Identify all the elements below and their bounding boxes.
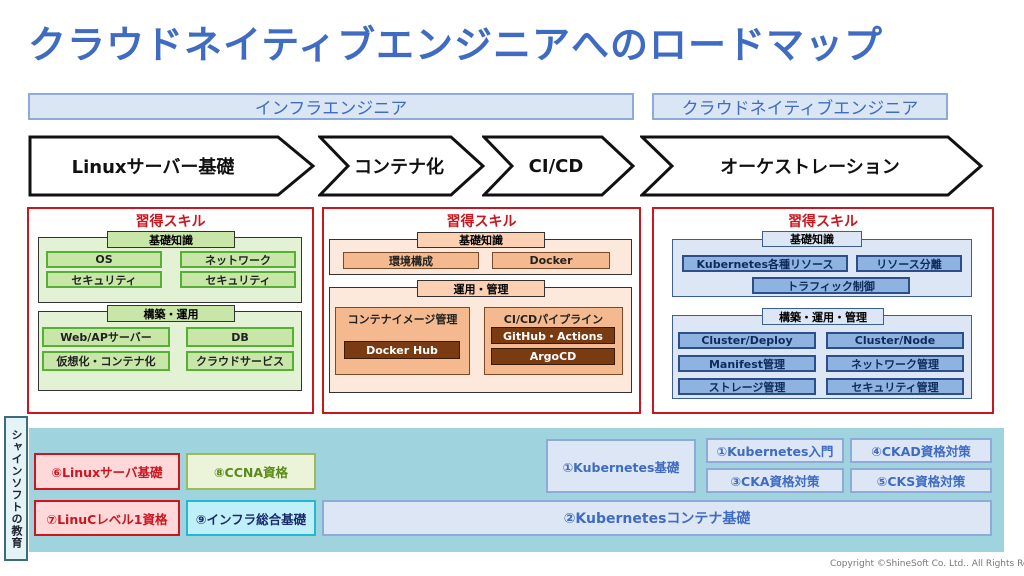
linux-basic-item: セキュリティ: [46, 271, 162, 288]
course-cka: ③CKA資格対策: [706, 468, 844, 493]
container-basic-item: 環境構成: [343, 252, 479, 269]
course-kubernetes-intro: ①Kubernetes入門: [706, 438, 844, 463]
orchestration-skills-title: 習得スキル: [788, 214, 858, 230]
course-kubernetes-basic: ①Kubernetes基礎: [546, 439, 696, 493]
step-linux-label: Linuxサーバー基礎: [71, 157, 235, 178]
linux-basic-label: 基礎知識: [107, 231, 235, 248]
orch-ops-item: ストレージ管理: [678, 378, 816, 395]
band-cloud-native-engineer: クラウドネイティブエンジニア: [652, 93, 948, 120]
step-cicd: CI/CD: [482, 135, 636, 197]
orch-ops-item: ネットワーク管理: [826, 355, 964, 372]
linux-skills-box: 習得スキル 基礎知識 OS ネットワーク セキュリティ セキュリティ 構築・運用…: [27, 207, 314, 414]
course-linux-server: ⑥Linuxサーバ基礎: [34, 453, 180, 490]
education-label-text: シャインソフトの教育: [10, 428, 23, 549]
linux-ops-item: 仮想化・コンテナ化: [42, 351, 170, 371]
orch-basic-label: 基礎知識: [762, 231, 862, 247]
education-side-label: シャインソフトの教育: [4, 416, 28, 561]
course-infra-basic: ⑨インフラ総合基礎: [186, 500, 316, 536]
orch-basic-item: トラフィック制御: [752, 277, 910, 294]
step-container-label: コンテナ化: [354, 157, 444, 178]
linux-skills-title: 習得スキル: [135, 214, 206, 230]
page-title: クラウドネイティブエンジニアへのロードマップ: [28, 23, 883, 67]
linux-ops-label: 構築・運用: [107, 305, 235, 322]
copyright: Copyright ©ShineSoft Co. Ltd.. All Right…: [830, 559, 1024, 569]
orch-ops-item: Manifest管理: [678, 355, 816, 372]
linux-ops-item: Web/APサーバー: [42, 327, 170, 347]
linux-basic-item: セキュリティ: [180, 271, 296, 288]
orch-ops-label: 構築・運用・管理: [762, 308, 884, 325]
course-linuc: ⑦LinuCレベル1資格: [34, 500, 180, 536]
course-cks: ⑤CKS資格対策: [850, 468, 992, 493]
linux-ops-item: クラウドサービス: [186, 351, 294, 371]
orch-basic-item: リソース分離: [856, 255, 962, 272]
step-cicd-label: CI/CD: [528, 155, 584, 177]
band-infra-engineer: インフラエンジニア: [28, 93, 634, 120]
orch-basic-item: Kubernetes各種リソース: [682, 255, 848, 272]
course-kubernetes-container: ②Kubernetesコンテナ基礎: [322, 500, 992, 536]
step-container: コンテナ化: [318, 135, 486, 197]
orch-ops-item: Cluster/Node: [826, 332, 964, 349]
step-orchestration-label: オーケストレーション: [720, 157, 900, 178]
container-skills-box: 習得スキル 基礎知識 環境構成 Docker 運用・管理 コンテナイメージ管理 …: [322, 207, 641, 414]
linux-basic-item: OS: [46, 251, 162, 268]
orch-ops-item: セキュリティ管理: [826, 378, 964, 395]
course-ccna: ⑧CCNA資格: [186, 453, 316, 490]
orch-ops-item: Cluster/Deploy: [678, 332, 816, 349]
linux-basic-item: ネットワーク: [180, 251, 296, 268]
step-orchestration: オーケストレーション: [640, 135, 984, 197]
course-ckad: ④CKAD資格対策: [850, 438, 992, 463]
docker-hub-item: Docker Hub: [344, 341, 460, 359]
container-basic-label: 基礎知識: [417, 232, 545, 248]
step-linux: Linuxサーバー基礎: [28, 135, 316, 197]
pipeline-label: CI/CDパイプライン: [503, 313, 604, 326]
image-mgmt-label: コンテナイメージ管理: [347, 313, 458, 326]
linux-ops-item: DB: [186, 327, 294, 347]
container-ops-label: 運用・管理: [417, 280, 545, 297]
pipeline-item: ArgoCD: [491, 348, 615, 365]
container-skills-title: 習得スキル: [446, 214, 517, 230]
pipeline-group: CI/CDパイプライン GitHub・Actions ArgoCD: [484, 307, 623, 375]
container-basic-item: Docker: [492, 252, 610, 269]
pipeline-item: GitHub・Actions: [491, 327, 615, 344]
orchestration-skills-box: 習得スキル 基礎知識 Kubernetes各種リソース リソース分離 トラフィッ…: [652, 207, 994, 414]
image-mgmt-group: コンテナイメージ管理 Docker Hub: [335, 307, 470, 375]
